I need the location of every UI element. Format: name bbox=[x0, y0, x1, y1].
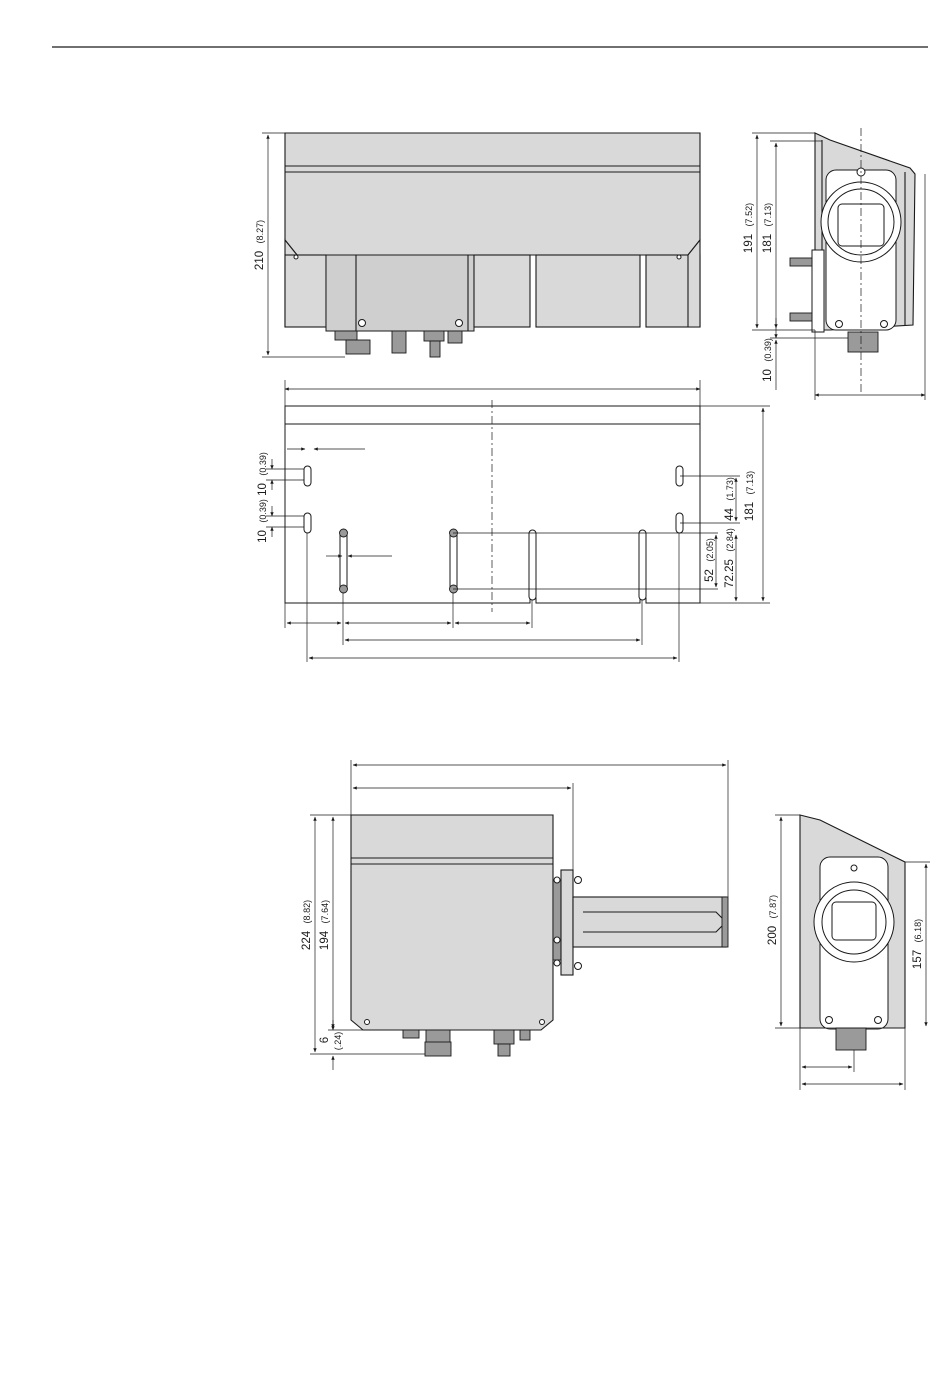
dim-plate-10b-inch: (0.39) bbox=[258, 499, 268, 523]
dim-plate-52-inch: (2.05) bbox=[705, 538, 715, 562]
dim-side-10-inch: (0.39) bbox=[763, 338, 773, 362]
dim-6-value: 6 bbox=[319, 1037, 331, 1043]
dim-181-inch: (7.13) bbox=[763, 203, 773, 227]
svg-text:10 (0.39): 10 (0.39) bbox=[253, 499, 270, 543]
svg-text:72.25 (2.84): 72.25 (2.84) bbox=[720, 528, 737, 588]
dim-194-inch: (7.64) bbox=[320, 900, 330, 924]
dim-plate-52-value: 52 bbox=[704, 569, 716, 582]
dim-224-inch: (8.82) bbox=[302, 900, 312, 924]
dim-224-value: 224 bbox=[301, 930, 313, 950]
dim-191-value: 191 bbox=[743, 234, 755, 253]
dim-side-10-value: 10 bbox=[762, 369, 774, 382]
end-view-housing: 200 (7.87) 157 (6.18) bbox=[763, 815, 930, 1090]
dim-plate-44-inch: (1.73) bbox=[725, 477, 735, 501]
dim-157-inch: (6.18) bbox=[913, 919, 923, 943]
svg-text:44 (1.73): 44 (1.73) bbox=[720, 477, 737, 521]
svg-text:10 (0.39): 10 (0.39) bbox=[253, 452, 270, 496]
dim-181-value: 181 bbox=[762, 234, 774, 253]
dim-191-inch: (7.52) bbox=[744, 203, 754, 227]
dim-157-value: 157 bbox=[912, 950, 924, 969]
svg-text:157 (6.18): 157 (6.18) bbox=[908, 919, 925, 969]
side-view-housing bbox=[790, 128, 915, 395]
dim-210-value: 210 bbox=[254, 251, 266, 270]
dim-plate-72-25-inch: (2.84) bbox=[725, 528, 735, 552]
dim-200-value: 200 bbox=[767, 926, 779, 945]
dim-200-inch: (7.87) bbox=[768, 895, 778, 919]
svg-text:181 (7.13): 181 (7.13) bbox=[740, 471, 757, 521]
dim-plate-10b-value: 10 bbox=[257, 530, 269, 543]
dim-6-inch: (.24) bbox=[333, 1032, 343, 1051]
dim-plate-10a-inch: (0.39) bbox=[258, 452, 268, 476]
svg-text:10 (0.39): 10 (0.39) bbox=[758, 338, 775, 382]
dim-194-value: 194 bbox=[319, 930, 331, 950]
dim-plate-44-value: 44 bbox=[724, 507, 736, 520]
dim-plate-181-inch: (7.13) bbox=[745, 471, 755, 495]
flange-view-housing bbox=[351, 815, 728, 1056]
svg-text:224 (8.82): 224 (8.82) bbox=[297, 900, 314, 950]
svg-text:181 (7.13): 181 (7.13) bbox=[758, 203, 775, 253]
dim-plate-10a-value: 10 bbox=[257, 483, 269, 496]
dim-plate-181-value: 181 bbox=[744, 502, 756, 521]
dim-210-inch: (8.27) bbox=[255, 220, 265, 244]
svg-text:52 (2.05): 52 (2.05) bbox=[700, 538, 717, 582]
bottom-plate-view bbox=[266, 380, 770, 662]
svg-text:194 (7.64): 194 (7.64) bbox=[315, 900, 332, 950]
svg-text:200 (7.87): 200 (7.87) bbox=[763, 895, 780, 945]
svg-text:191 (7.52): 191 (7.52) bbox=[739, 203, 756, 253]
dim-plate-72-25-value: 72.25 bbox=[724, 559, 736, 588]
front-view-housing bbox=[285, 133, 700, 357]
svg-text:210 (8.27): 210 (8.27) bbox=[250, 220, 267, 270]
